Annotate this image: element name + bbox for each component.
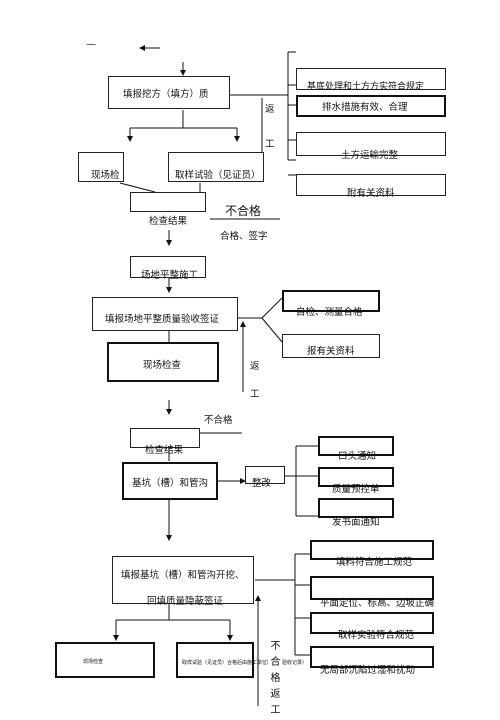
sec2-check-2-label: 报有关资料 <box>307 346 355 357</box>
rework-label-1a: 返 <box>265 104 275 115</box>
fail-vertical-label: 不合格返工 <box>268 640 279 720</box>
fill-report-label: 填报挖方（填方）质 <box>123 89 209 100</box>
result-box-1: 检查结果 <box>130 192 206 226</box>
sec3-notice-2: 质量预控单 <box>318 467 394 494</box>
sec3-notice-2-label: 质量预控单 <box>332 484 380 495</box>
pit-label: 基坑（槽）和管沟 <box>132 478 209 489</box>
site-level-box: 场地平整施工 <box>130 256 206 281</box>
sec1-check-3: 土方运输完整 <box>296 132 446 160</box>
sec2-check-1: 自检、测量合格 <box>282 290 380 317</box>
bottom-sampling-label: 取样试验（见证员）合格后由施工单位填写（验收记录） <box>182 660 308 666</box>
top-dash: — <box>86 39 96 50</box>
bottom-sampling-box: 取样试验（见证员）合格后由施工单位填写（验收记录） <box>176 642 307 678</box>
sec4-check-2-label: 平面定位、标高、边坡正确 <box>320 598 435 609</box>
sec4-check-2: 平面定位、标高、边坡正确 <box>310 576 434 608</box>
rectify-box: 整改 <box>245 466 285 488</box>
sec3-notice-1-label: 口头通知 <box>338 451 377 462</box>
site-level-label: 场地平整施工 <box>141 270 199 281</box>
sec4-check-1: 填料符合施工规范 <box>310 540 434 567</box>
bottom-field-check-box: 现场检查 <box>55 642 155 678</box>
rework-label-1b: 工 <box>265 139 275 150</box>
sec3-notice-3: 发书面通知 <box>318 498 394 527</box>
sec4-check-3-label: 取样实验符合规范 <box>338 630 415 641</box>
sec1-check-2: 排水措施有效、合理 <box>296 95 446 117</box>
rework-label-2b: 工 <box>250 389 260 400</box>
field-check-box: 现场检 <box>78 152 124 182</box>
result-box-2: 检查结果 <box>130 428 200 455</box>
pit-report-label-1: 填报基坑（槽）和管沟开挖、 <box>121 570 245 581</box>
pit-report-label-2: 回填质量隐蔽签证 <box>147 596 224 607</box>
sampling-box: 取样试验（见证员） <box>168 152 264 182</box>
sec1-check-1: 基底处理和土方方实符合规定 <box>296 68 446 92</box>
sec2-check-1-label: 自检、测量合格 <box>296 307 363 318</box>
rectify-label: 整改 <box>252 478 272 489</box>
result-label-2: 检查结果 <box>145 445 184 456</box>
site-report-label: 填报场地平整质量验收签证 <box>105 314 220 325</box>
rework-label-2a: 返 <box>250 361 260 372</box>
fail-vertical-box: 不合格返工 <box>268 640 282 720</box>
sec3-notice-1: 口头通知 <box>318 436 394 461</box>
site-report-box: 填报场地平整质量验收签证 <box>92 297 238 331</box>
field-check-label: 现场检 <box>91 170 120 181</box>
fill-report-box: 填报挖方（填方）质 <box>108 76 230 109</box>
sec4-check-4-label: 无局部沉陷过湿和扰动 <box>320 665 416 676</box>
sec1-check-3-label: 土方运输完整 <box>341 150 399 161</box>
pass-sign-label: 合格、签字 <box>220 231 268 242</box>
field-check-box-2: 现场检查 <box>107 342 219 382</box>
sec4-check-3: 取样实验符合规范 <box>310 612 434 640</box>
bottom-field-check-label: 现场检查 <box>83 659 104 665</box>
sec1-check-2-label: 排水措施有效、合理 <box>322 102 408 113</box>
field-check-label-2: 现场检查 <box>143 360 182 371</box>
fail-label-2: 不合格 <box>204 415 233 426</box>
pit-report-box: 填报基坑（槽）和管沟开挖、 回填质量隐蔽签证 <box>112 556 254 607</box>
sec1-check-4: 附有关资料 <box>296 174 446 199</box>
sec3-notice-3-label: 发书面通知 <box>332 517 380 528</box>
sec2-check-2: 报有关资料 <box>282 334 380 358</box>
sec4-check-1-label: 填料符合施工规范 <box>336 557 413 568</box>
pit-box: 基坑（槽）和管沟 <box>122 462 218 500</box>
sec1-check-4-label: 附有关资料 <box>347 188 395 199</box>
sec1-check-1-label: 基底处理和土方方实符合规定 <box>307 82 425 92</box>
fail-label-1: 不合格 <box>225 204 262 218</box>
sec4-check-4: 无局部沉陷过湿和扰动 <box>310 646 434 675</box>
sampling-label: 取样试验（见证员） <box>175 170 261 181</box>
result-label-1: 检查结果 <box>149 216 188 227</box>
